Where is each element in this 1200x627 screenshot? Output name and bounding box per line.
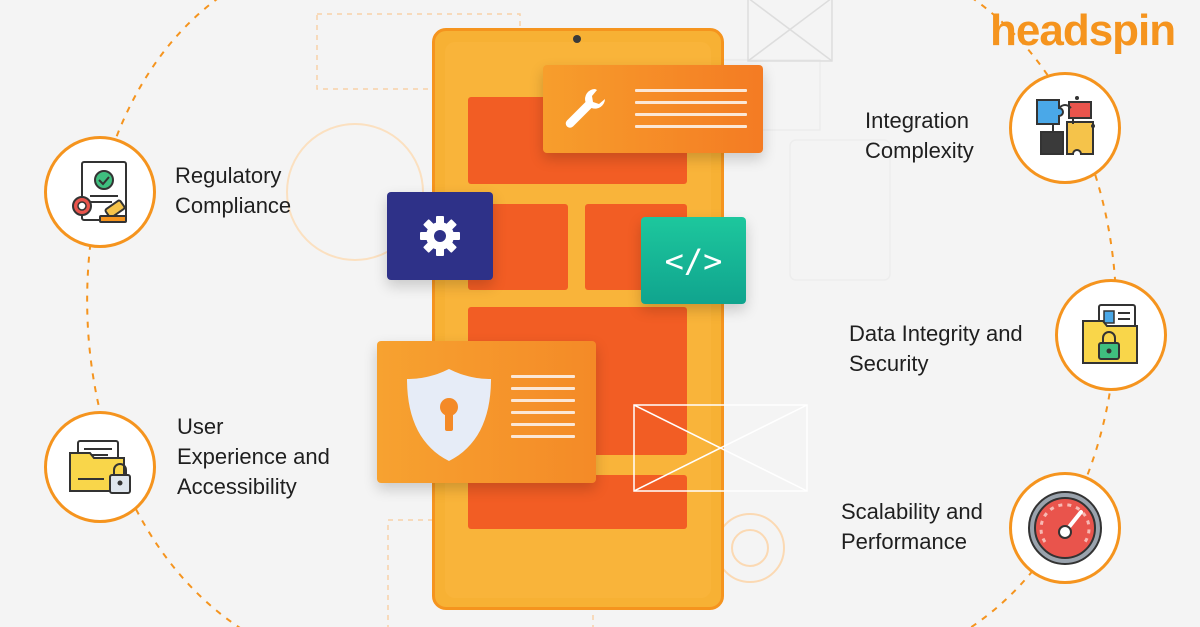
integration-complexity-label: Integration Complexity xyxy=(865,108,974,163)
placeholder-frame xyxy=(633,404,808,492)
gear-icon xyxy=(420,216,460,256)
phone-camera xyxy=(573,35,581,43)
shield-card xyxy=(377,341,596,483)
certificate-stamp-icon xyxy=(72,161,127,223)
scalability-label: Scalability and Performance xyxy=(841,499,983,554)
speedometer-icon xyxy=(1028,491,1102,565)
shield-lock-icon xyxy=(407,369,491,461)
user-experience-badge xyxy=(44,411,156,523)
scalability-badge xyxy=(1009,472,1121,584)
regulatory-compliance-badge xyxy=(44,136,156,248)
gear-card xyxy=(387,192,493,280)
code-card: </> xyxy=(641,217,746,304)
data-integrity-label: Data Integrity and Security xyxy=(849,321,1023,376)
wrench-card xyxy=(543,65,763,153)
data-integrity-badge xyxy=(1055,279,1167,391)
wrench-icon xyxy=(565,89,605,128)
puzzle-pieces-icon xyxy=(1036,96,1095,155)
headspin-logo: headspin xyxy=(990,6,1176,55)
screen-block-bottom xyxy=(468,475,687,529)
regulatory-compliance-label: Regulatory Compliance xyxy=(175,163,292,218)
integration-complexity-badge xyxy=(1009,72,1121,184)
user-experience-label: User Experience and Accessibility xyxy=(177,414,330,499)
locked-folder-icon xyxy=(69,440,131,494)
code-icon: </> xyxy=(664,241,723,280)
secure-documents-icon xyxy=(1082,304,1138,364)
